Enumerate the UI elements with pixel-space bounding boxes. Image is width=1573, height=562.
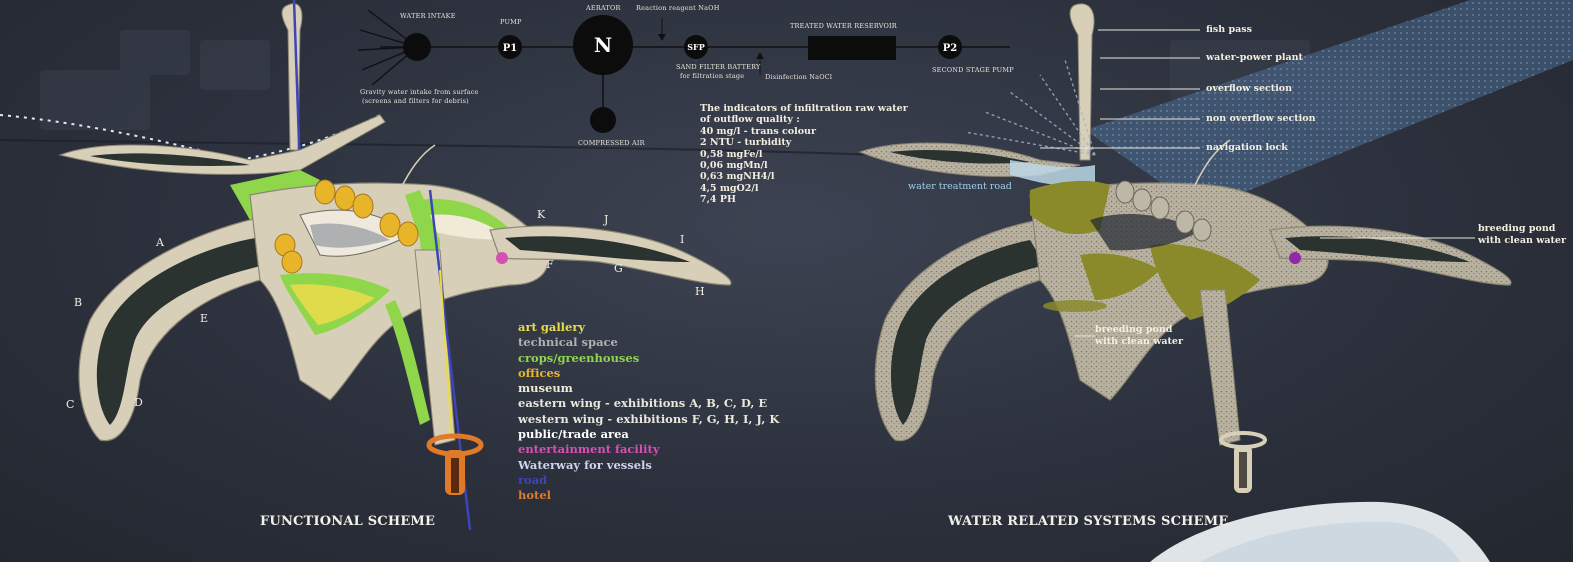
label-breeding-pond-center-2: with clean water (1095, 336, 1183, 347)
label-fish-pass: fish pass (1206, 24, 1252, 35)
label-breeding-pond-right-2: with clean water (1478, 235, 1566, 246)
label-overflow-section: overflow section (1206, 83, 1292, 94)
label-breeding-pond-right: breeding pond (1478, 223, 1555, 234)
label-breeding-pond-center: breeding pond (1095, 324, 1172, 335)
label-water-power-plant: water-power plant (1206, 52, 1303, 63)
label-non-overflow-section: non overflow section (1206, 113, 1316, 124)
label-navigation-lock: navigation lock (1206, 142, 1288, 153)
label-water-treatment-road: water treatment road (908, 181, 1012, 192)
water-scheme-title: WATER RELATED SYSTEMS SCHEME (948, 514, 1228, 529)
